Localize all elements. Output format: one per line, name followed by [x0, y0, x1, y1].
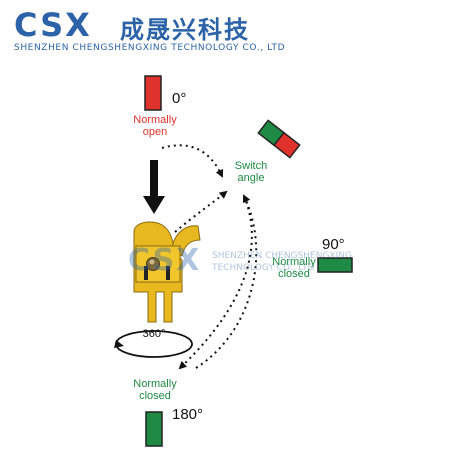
watermark-line2: TECHNOLOGY CO., LTD	[212, 263, 315, 273]
brand-logo: CSX	[14, 6, 92, 44]
tilt-switch-component-icon	[133, 221, 201, 323]
angle-180-label: 180°	[172, 406, 204, 423]
rotation-label: 360°	[142, 328, 166, 340]
header-logo: CSX 成晟兴科技	[14, 6, 314, 44]
watermark-logo: CSX	[128, 243, 202, 278]
dotted-arrows	[161, 144, 258, 370]
normally-open-label: Normally open	[133, 114, 177, 138]
switch-angle-label: Switch angle	[234, 160, 268, 184]
brand-chinese-name: 成晟兴科技	[120, 16, 250, 44]
indicator-tilted	[257, 119, 301, 159]
tilt-direction-arrow	[143, 160, 165, 214]
normally-closed-90-label: Normally closed	[272, 256, 316, 280]
rotation-arrow-icon	[114, 330, 193, 358]
angle-0-label: 0°	[172, 90, 187, 107]
watermark-line1: SHENZHEN CHENGSHENGXING	[212, 251, 352, 261]
angle-90-label: 90°	[322, 236, 345, 253]
indicator-180-deg	[145, 411, 163, 447]
indicator-90-deg	[317, 257, 353, 273]
normally-closed-180-label: Normally closed	[133, 378, 177, 402]
company-name: SHENZHEN CHENGSHENGXING TECHNOLOGY CO., …	[14, 43, 286, 53]
indicator-0-deg	[144, 75, 162, 111]
